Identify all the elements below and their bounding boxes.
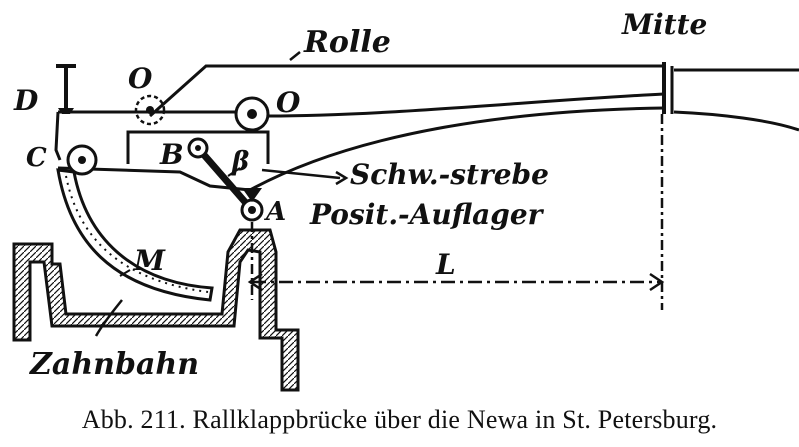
bridge-top-chord — [149, 64, 664, 118]
label-c: C — [26, 143, 47, 173]
d-left-arm — [54, 111, 62, 161]
support-a-hub — [248, 206, 256, 214]
leader-m — [119, 269, 131, 277]
label-positauflager: Posit.-Auflager — [309, 198, 545, 231]
strut-b-a — [195, 145, 255, 213]
roller-c-hub — [78, 156, 86, 164]
leader-rolle — [289, 51, 301, 61]
label-mitte: Mitte — [621, 8, 707, 41]
label-beta: β — [231, 147, 249, 177]
label-b: B — [159, 138, 184, 171]
lower-chord-right — [673, 110, 799, 132]
dimension-l-arrow-left — [247, 272, 263, 292]
label-zahnbahn: Zahnbahn — [29, 347, 199, 382]
toothed-track-dots — [65, 175, 209, 293]
label-schwstrebe: Schw.-strebe — [350, 158, 549, 191]
label-m: M — [133, 244, 166, 277]
counterweight-track — [56, 168, 214, 302]
leader-zahnbahn — [94, 299, 123, 337]
joint-b-hub — [195, 145, 201, 151]
label-a: A — [263, 197, 286, 227]
leader-schwstrebe — [261, 168, 341, 180]
label-o-left: O — [128, 62, 153, 95]
roller-o-prime-dashed — [134, 94, 166, 126]
label-rolle: Rolle — [303, 25, 391, 60]
figure-caption: Abb. 211. Rallklappbrücke über die Newa … — [81, 405, 718, 434]
label-d: D — [13, 84, 39, 117]
label-o-right: O — [276, 86, 301, 119]
roller-support-block — [126, 130, 270, 164]
deck-line — [58, 92, 665, 118]
leader-beta — [227, 167, 241, 177]
roller-o-hub — [247, 109, 257, 119]
label-l: L — [435, 248, 456, 281]
left-pier — [12, 228, 300, 392]
arrow-schwstrebe — [335, 170, 349, 186]
roller-o-prime-hub — [146, 106, 154, 114]
d-post-foot — [58, 108, 74, 114]
support-a-triangle — [242, 188, 262, 202]
bridge-bottom-chord — [249, 106, 665, 192]
